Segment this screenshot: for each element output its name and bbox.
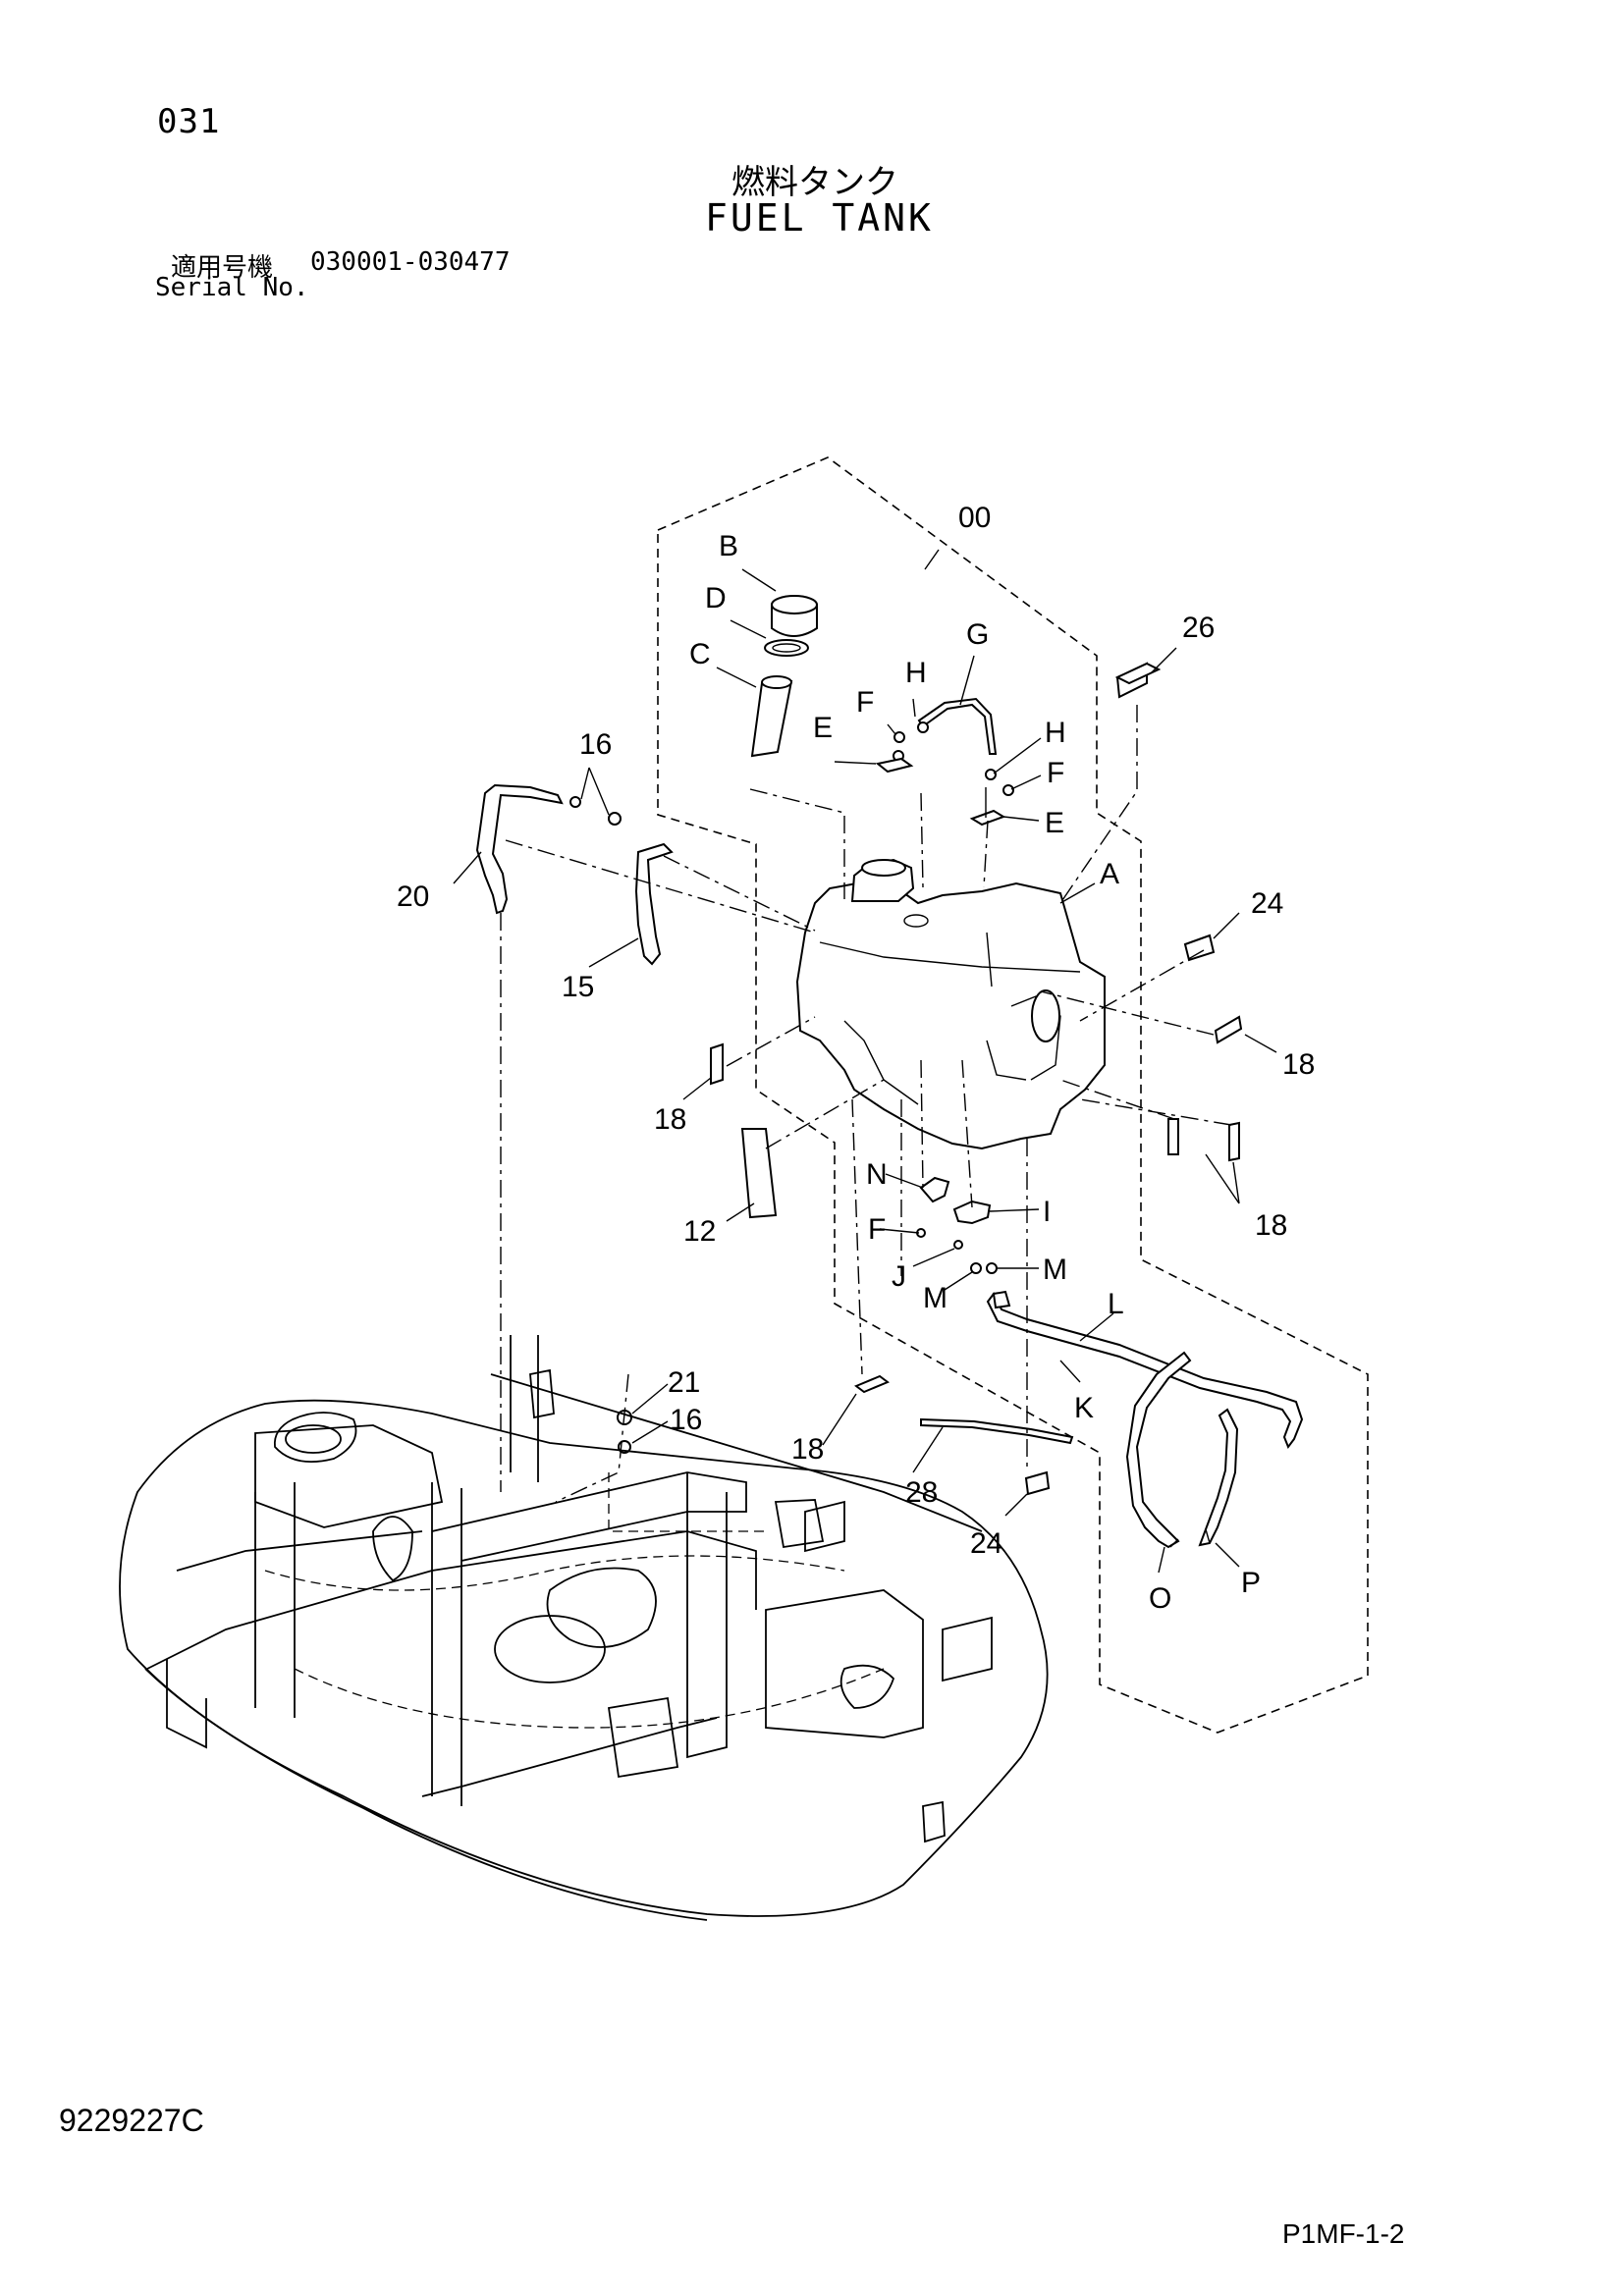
callout-I: I <box>1043 1196 1051 1228</box>
callout-12: 12 <box>683 1215 716 1248</box>
callout-26: 26 <box>1182 612 1215 644</box>
pad-18-lower-b <box>1228 1121 1240 1162</box>
serial-label-japanese: 適用号機 <box>171 253 274 283</box>
callout-G: G <box>966 618 989 651</box>
serial-label: Serial No. <box>155 273 309 302</box>
callout-P: P <box>1241 1567 1261 1599</box>
callout-18-right: 18 <box>1282 1048 1315 1081</box>
callout-18-lower-right: 18 <box>1255 1209 1287 1242</box>
callout-F-lower: F <box>868 1213 886 1246</box>
assembly-boundary <box>657 456 1369 1734</box>
callout-M-right: M <box>1043 1254 1067 1286</box>
bolt-16b <box>608 812 622 826</box>
hose-clamp-upper <box>893 721 1014 796</box>
seal-strip-28 <box>920 1417 1074 1445</box>
callout-H-right: H <box>1045 717 1066 749</box>
filler-cap <box>771 595 818 637</box>
callout-00: 00 <box>958 502 991 534</box>
callout-28: 28 <box>905 1476 938 1509</box>
cap-gasket-inner <box>772 643 801 653</box>
callout-C: C <box>689 638 711 670</box>
callout-21: 21 <box>668 1366 700 1399</box>
callout-K: K <box>1074 1392 1094 1424</box>
tank-strap-20 <box>475 783 564 915</box>
pad-18-right <box>1214 1015 1243 1044</box>
callout-F-right: F <box>1047 757 1064 789</box>
callout-16-upper: 16 <box>579 728 612 761</box>
callout-24-upper: 24 <box>1251 887 1283 920</box>
upper-frame <box>119 1335 1049 1921</box>
drain-valve-n <box>919 1176 950 1203</box>
callout-L: L <box>1108 1288 1124 1320</box>
callout-F-upper: F <box>856 686 874 719</box>
callout-18-bottom: 18 <box>791 1433 824 1466</box>
pad-18-bottom <box>854 1374 890 1394</box>
callout-H-upper: H <box>905 657 927 689</box>
callout-E-right: E <box>1045 807 1064 839</box>
callout-24-lower: 24 <box>970 1527 1002 1560</box>
filler-strainer <box>750 675 793 758</box>
callout-18-left: 18 <box>654 1103 686 1136</box>
pad-24-upper <box>1183 934 1216 962</box>
pad-12 <box>740 1128 778 1219</box>
fuel-pipe-l <box>986 1292 1304 1450</box>
callout-M-left: M <box>923 1282 947 1314</box>
cap-gasket <box>764 639 809 657</box>
callout-O: O <box>1149 1582 1171 1615</box>
callout-A: A <box>1100 858 1119 890</box>
callout-20: 20 <box>397 881 429 913</box>
assembly-centerlines <box>500 705 1232 1503</box>
callout-D: D <box>705 582 727 614</box>
pad-24-lower <box>1024 1470 1051 1496</box>
callout-15: 15 <box>562 971 594 1003</box>
tank-strap-15 <box>634 842 674 966</box>
callout-B: B <box>719 530 738 562</box>
page-title-japanese: 燃料タンク <box>731 163 898 202</box>
callout-E-upper: E <box>813 712 833 744</box>
page-code: 031 <box>157 102 221 141</box>
pad-18-lower-a <box>1167 1118 1179 1155</box>
sheet-code: P1MF-1-2 <box>1282 2218 1405 2249</box>
fuel-pipe-k <box>992 1290 1011 1309</box>
document-number: 9229227C <box>59 2103 204 2138</box>
bolt-16a <box>569 796 581 808</box>
sender-plate-left <box>875 757 914 774</box>
fuel-hose-o <box>1125 1351 1192 1549</box>
page-title: FUEL TANK <box>705 196 934 240</box>
fuel-hose-p <box>1198 1408 1239 1547</box>
callout-J: J <box>892 1260 906 1293</box>
leader-lines <box>453 549 1277 1574</box>
breather-hose <box>917 697 998 755</box>
pad-26-top <box>1114 662 1162 685</box>
serial-range: 030001-030477 <box>310 247 511 277</box>
callout-N: N <box>866 1158 888 1191</box>
callout-16-lower: 16 <box>670 1404 702 1436</box>
pad-18-left <box>710 1042 724 1086</box>
fuel-tank <box>795 858 1106 1150</box>
